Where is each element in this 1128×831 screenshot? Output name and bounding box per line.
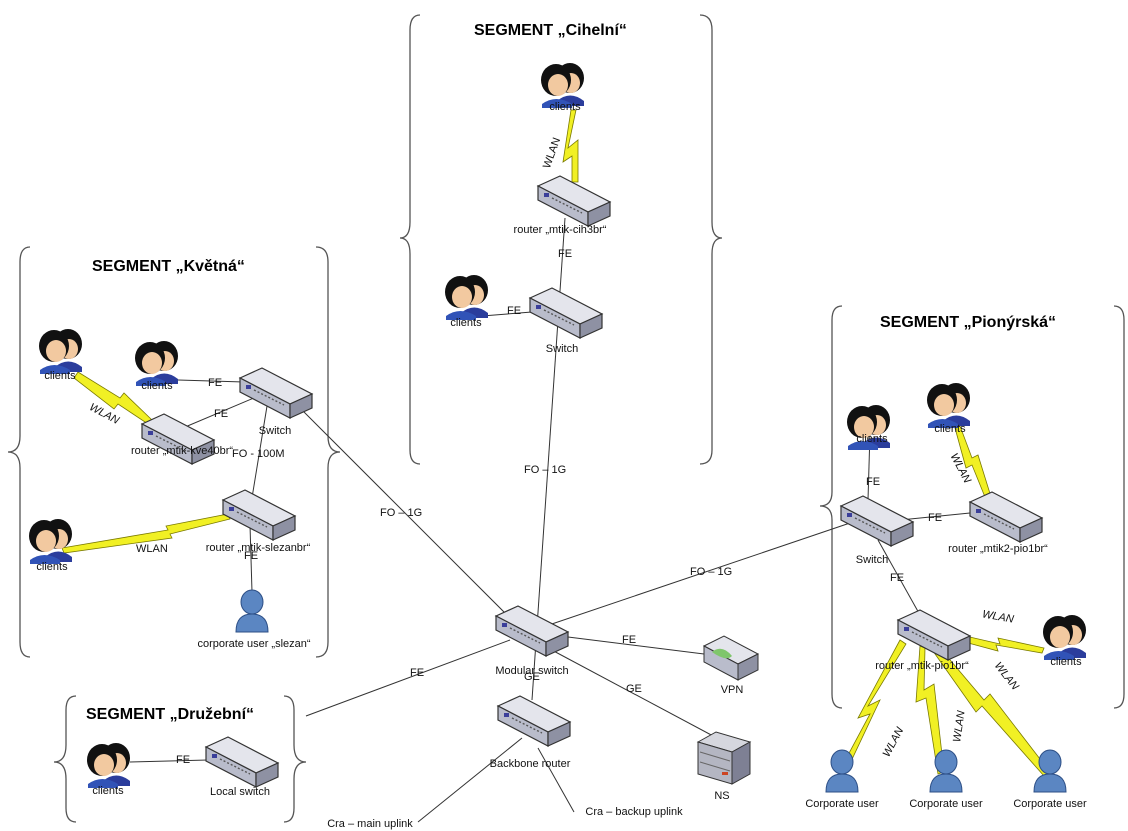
segment-title-cihelni: SEGMENT „Cihelní“ bbox=[474, 22, 627, 39]
clients-cihelni-switch-icon bbox=[445, 275, 488, 320]
fe-label: FE bbox=[890, 572, 905, 584]
fe-label: FE bbox=[176, 754, 191, 766]
router-cih3br-label: router „mtik-cih3br“ bbox=[513, 224, 607, 236]
corporate-user-slezan-label: corporate user „slezan“ bbox=[197, 638, 311, 650]
fe-label: FE bbox=[214, 408, 229, 420]
clients-pionyrska-wlan-icon bbox=[927, 383, 970, 428]
clients-label: clients bbox=[1050, 656, 1082, 668]
modular-switch-label: Modular switch bbox=[495, 665, 569, 677]
corporate-user-label: Corporate user bbox=[1013, 798, 1087, 810]
wlan-label: WLAN bbox=[136, 543, 168, 555]
corporate-user-3-icon bbox=[1033, 749, 1067, 793]
clients-label: clients bbox=[549, 101, 581, 113]
fe-label: FE bbox=[928, 512, 943, 524]
ge-label: GE bbox=[626, 683, 642, 695]
clients-label: clients bbox=[36, 561, 68, 573]
clients-druzebni-icon bbox=[87, 743, 130, 788]
local-switch-label: Local switch bbox=[210, 786, 270, 798]
backbone-router-label: Backbone router bbox=[489, 758, 571, 770]
vpn-icon bbox=[702, 635, 760, 681]
clients-label: clients bbox=[450, 317, 482, 329]
fe-label: FE bbox=[558, 248, 573, 260]
main-uplink-label: Cra – main uplink bbox=[327, 818, 413, 830]
router-slezanbr-icon bbox=[222, 489, 296, 541]
router-pio2-label: router „mtik2-pio1br“ bbox=[948, 543, 1048, 555]
clients-label: clients bbox=[141, 380, 173, 392]
vpn-label: VPN bbox=[720, 684, 744, 696]
clients-label: clients bbox=[934, 423, 966, 435]
router-pio1br-icon bbox=[897, 609, 971, 661]
modular-switch-icon bbox=[495, 605, 569, 657]
clients-kvetna-wlan-icon bbox=[39, 329, 82, 374]
switch-kvetna-icon bbox=[239, 367, 313, 419]
local-switch-icon bbox=[205, 736, 279, 788]
backbone-router-icon bbox=[497, 695, 571, 747]
router-kve40br-label: router „mtik-kve40br“ bbox=[130, 445, 234, 457]
router-pio1br-label: router „mtik-pio1br“ bbox=[875, 660, 969, 672]
fo-1g-label: FO – 1G bbox=[690, 566, 733, 578]
switch-label: Switch bbox=[855, 554, 889, 566]
switch-label: Switch bbox=[258, 425, 292, 437]
fe-label: FE bbox=[507, 305, 522, 317]
fo-100m-label: FO - 100M bbox=[232, 448, 285, 460]
switch-label: Switch bbox=[545, 343, 579, 355]
clients-label: clients bbox=[92, 785, 124, 797]
clients-label: clients bbox=[856, 433, 888, 445]
fe-label: FE bbox=[866, 476, 881, 488]
segment-title-druzebni: SEGMENT „Družební“ bbox=[86, 706, 255, 723]
ns-label: NS bbox=[714, 790, 730, 802]
links bbox=[129, 217, 971, 823]
router-slezanbr-label: router „mtik-slezanbr“ bbox=[205, 542, 311, 554]
fe-label: FE bbox=[244, 550, 259, 562]
router-cih3br-icon bbox=[537, 175, 611, 227]
corporate-user-2-icon bbox=[929, 749, 963, 793]
segment-braces bbox=[7, 14, 1125, 823]
fe-label: FE bbox=[622, 634, 637, 646]
corporate-user-slezan-icon bbox=[235, 589, 269, 633]
ns-server-icon bbox=[696, 731, 752, 785]
segment-title-kvetna: SEGMENT „Květná“ bbox=[92, 258, 245, 275]
switch-cihelni-icon bbox=[529, 287, 603, 339]
clients-slezan-icon bbox=[29, 519, 72, 564]
ge-label: GE bbox=[524, 671, 540, 683]
backup-uplink-label: Cra – backup uplink bbox=[585, 806, 683, 818]
fo-1g-label: FO – 1G bbox=[380, 507, 423, 519]
fe-label: FE bbox=[208, 377, 223, 389]
router-pio2-icon bbox=[969, 491, 1043, 543]
segment-title-pionyrska: SEGMENT „Pionýrská“ bbox=[880, 314, 1057, 331]
corporate-user-label: Corporate user bbox=[909, 798, 983, 810]
clients-label: clients bbox=[44, 370, 76, 382]
fo-1g-label: FO – 1G bbox=[524, 464, 567, 476]
corporate-user-label: Corporate user bbox=[805, 798, 879, 810]
clients-pio1br-icon bbox=[1043, 615, 1086, 660]
switch-pionyrska-icon bbox=[840, 495, 914, 547]
fe-label: FE bbox=[410, 667, 425, 679]
